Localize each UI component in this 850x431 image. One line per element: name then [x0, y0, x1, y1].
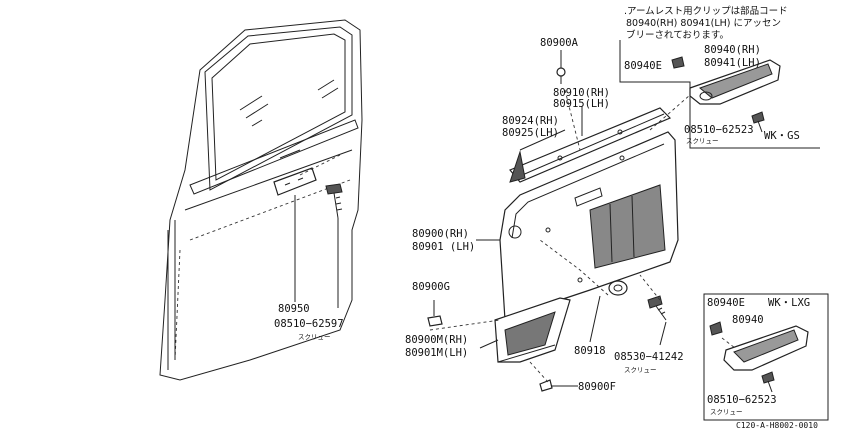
label-08510-62597: 08510−62597: [274, 318, 344, 330]
label-80901M: 80901M(LH): [405, 347, 468, 359]
label-08510-62523-bottom: 08510−62523: [707, 394, 777, 406]
note-line-1: .アームレスト用クリップは部品コード: [624, 5, 788, 17]
label-80950: 80950: [278, 303, 310, 315]
screw-08510-62597: [325, 183, 343, 308]
label-screw-4: スクリュー: [710, 408, 743, 416]
label-80941-top: 80941(LH): [704, 57, 761, 69]
clip-80900F: [539, 379, 578, 392]
armrest-top-group: [619, 40, 820, 149]
label-08510-62523-top: 08510−62523: [684, 124, 754, 136]
lower-trim-80900M: [494, 297, 571, 363]
note-line-2: 80940(RH) 80941(LH) にアッセン: [626, 18, 781, 29]
label-80900F: 80900F: [578, 381, 616, 393]
door-trim-board-80900: [499, 131, 679, 321]
label-80940-bottom: 80940: [732, 314, 764, 326]
label-80900G: 80900G: [412, 281, 450, 293]
label-08530-41242: 08530−41242: [614, 351, 684, 363]
label-80901: 80901 (LH): [412, 241, 475, 253]
clip-80900G: [427, 300, 443, 327]
label-80925: 80925(LH): [502, 127, 559, 139]
armrest-bottom-box: [703, 293, 829, 421]
label-80940E-bottom: 80940E: [707, 297, 745, 309]
note-line-3: ブリーされております。: [626, 29, 729, 41]
grommet-80918: [589, 280, 628, 343]
label-80900: 80900(RH): [412, 228, 469, 240]
label-screw-1: スクリュー: [298, 333, 331, 341]
clip-80900A: [556, 50, 566, 84]
label-screw-2: スクリュー: [624, 366, 657, 374]
label-80918: 80918: [574, 345, 606, 357]
figure-code: C120-A-H8002-0010: [736, 421, 818, 430]
front-door-shell: [159, 19, 363, 381]
label-80910: 80910(RH): [553, 87, 610, 99]
label-80940-top: 80940(RH): [704, 44, 761, 56]
screw-08530-41242: [647, 295, 667, 346]
label-80900M: 80900M(RH): [405, 334, 468, 346]
grade-wk-gs: WK・GS: [764, 130, 800, 142]
label-screw-3: スクリュー: [686, 137, 719, 145]
corner-piece-80924: [509, 150, 526, 183]
label-80915: 80915(LH): [553, 98, 610, 110]
label-80900A: 80900A: [540, 37, 579, 49]
label-80924: 80924(RH): [502, 115, 559, 127]
label-80940E-top: 80940E: [624, 60, 662, 72]
grade-wk-lxg: WK・LXG: [768, 297, 810, 309]
bracket-80950: [273, 167, 317, 302]
